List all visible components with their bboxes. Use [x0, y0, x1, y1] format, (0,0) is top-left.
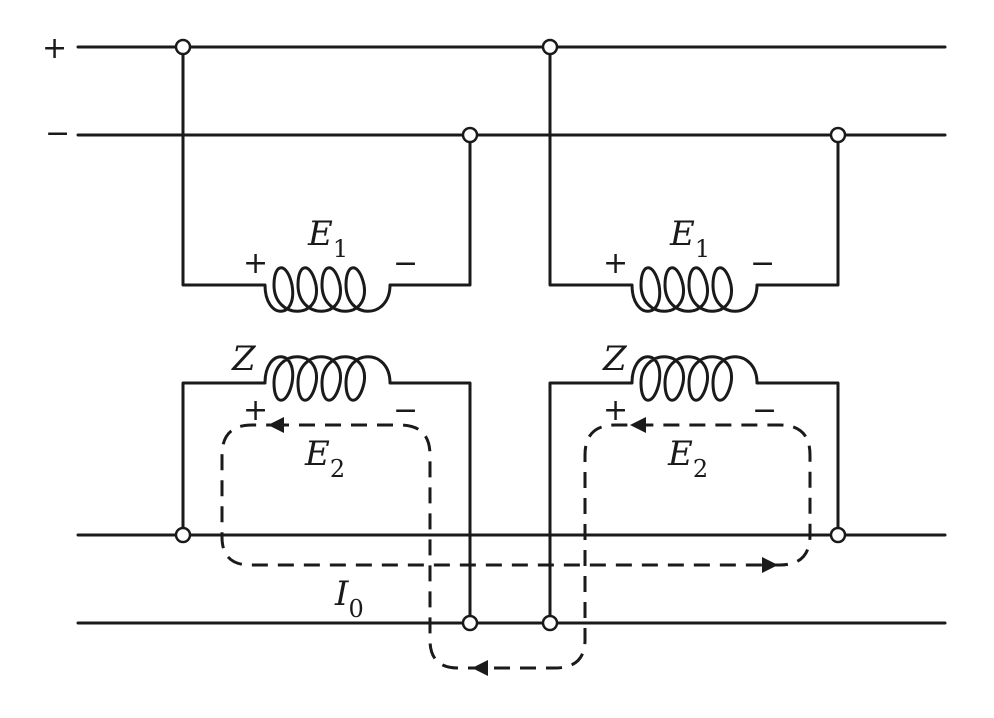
unit-1-primary-coil	[263, 266, 392, 313]
unit-1-secondary-coil	[263, 355, 392, 402]
loop-arrow-bottom	[472, 660, 488, 676]
unit-1-secondary	[181, 355, 472, 625]
unit-2-secondary-label: E2	[667, 434, 708, 483]
svg-text:E1: E1	[307, 214, 348, 263]
loop-arrow-lower-rail	[762, 557, 778, 573]
node-unit-1-negative	[461, 126, 479, 144]
node-unit-1-secondary-right	[461, 614, 479, 632]
circulating-current-paths	[220, 417, 812, 676]
unit-2-secondary-right-lead	[755, 381, 840, 537]
unit-2-secondary	[548, 355, 840, 625]
positive-rail-sign: +	[42, 31, 67, 66]
unit-2-primary	[548, 45, 840, 313]
circulating-current-label: I0	[334, 574, 364, 623]
unit-2-primary-plus: +	[603, 246, 628, 281]
unit-1-primary-symbol: E	[307, 214, 333, 254]
connection-nodes	[174, 38, 847, 632]
unit-1-primary-subscript: 1	[333, 235, 348, 263]
unit-2-secondary-plus: +	[603, 393, 628, 428]
svg-text:E2: E2	[304, 434, 345, 483]
unit-1-impedance-label: Z	[231, 339, 257, 379]
node-unit-2-secondary-right	[829, 526, 847, 544]
unit-1-primary-plus: +	[243, 246, 268, 281]
rails	[76, 45, 947, 625]
circulating-current-subscript: 0	[348, 595, 363, 623]
unit-1-secondary-plus: +	[243, 393, 268, 428]
svg-text:I0: I0	[334, 574, 364, 623]
unit-2-primary-right-lead	[755, 133, 840, 287]
node-unit-2-positive	[541, 38, 559, 56]
unit-2-impedance-label: Z	[602, 339, 628, 379]
negative-rail-sign: −	[45, 116, 70, 151]
unit-2-primary-coil	[630, 266, 759, 313]
unit-1-primary	[181, 45, 472, 313]
unit-2-secondary-symbol: E	[667, 434, 693, 474]
unit-1-secondary-symbol: E	[304, 434, 330, 474]
unit-2-secondary-subscript: 2	[693, 455, 708, 483]
unit-1-secondary-label: E2	[304, 434, 345, 483]
unit-1-secondary-left-lead	[181, 381, 267, 537]
unit-1-secondary-minus: −	[393, 393, 418, 428]
unit-1-primary-right-lead	[388, 133, 472, 287]
unit-1-primary-minus: −	[393, 246, 418, 281]
loop-arrow-unit-1	[268, 417, 284, 433]
unit-2-secondary-minus: −	[752, 393, 777, 428]
svg-text:E1: E1	[669, 214, 710, 263]
unit-1-secondary-subscript: 2	[330, 455, 345, 483]
node-unit-1-positive	[174, 38, 192, 56]
unit-2-primary-left-lead	[548, 45, 634, 287]
unit-2-primary-label: E1	[669, 214, 710, 263]
node-unit-2-negative	[829, 126, 847, 144]
unit-2-primary-subscript: 1	[695, 235, 710, 263]
svg-text:E2: E2	[667, 434, 708, 483]
unit-2-secondary-left-lead	[548, 381, 634, 625]
unit-1-secondary-right-lead	[388, 381, 472, 625]
node-unit-2-secondary-left	[541, 614, 559, 632]
unit-1-primary-label: E1	[307, 214, 348, 263]
unit-2-primary-minus: −	[750, 246, 775, 281]
circulating-current-symbol: I	[334, 574, 349, 614]
unit-2-primary-symbol: E	[669, 214, 695, 254]
node-unit-1-secondary-left	[174, 526, 192, 544]
loop-1-path	[220, 423, 812, 670]
loop-arrow-unit-2	[630, 417, 646, 433]
unit-1-primary-left-lead	[181, 45, 267, 287]
unit-2-secondary-coil	[630, 355, 759, 402]
